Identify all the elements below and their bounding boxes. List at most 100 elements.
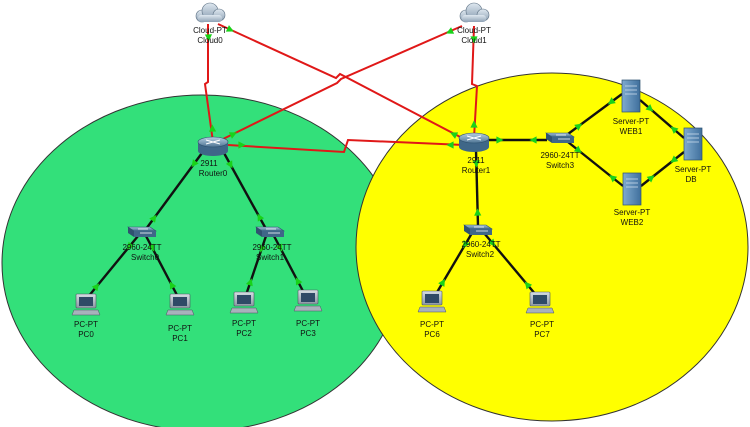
switch-icon — [255, 226, 285, 237]
pc-icon — [71, 293, 101, 316]
ethernet-link-web2-db[interactable] — [640, 151, 685, 187]
device-name-label: PC0 — [78, 330, 94, 339]
device-name-label: Switch3 — [546, 161, 575, 170]
link-status-up-indicator — [438, 278, 445, 287]
pc-device-pc7[interactable]: PC-PT PC7 — [525, 291, 555, 339]
device-model-label: Cloud-PT — [193, 26, 227, 35]
link-status-up-indicator — [609, 175, 618, 183]
link-status-up-indicator — [91, 283, 100, 292]
serial-link-router0-router1[interactable] — [227, 138, 465, 154]
link-status-up-indicator — [169, 281, 177, 290]
pc-icon — [417, 290, 447, 313]
serial-link-cloud0-router0[interactable] — [203, 24, 214, 143]
link-status-up-indicator — [496, 136, 504, 144]
link-status-up-indicator — [670, 126, 679, 134]
switch-icon — [463, 224, 493, 235]
router-device-router0[interactable]: 2911 Router0 — [197, 136, 229, 178]
link-status-up-indicator — [574, 123, 583, 131]
device-model-label: 2960-24TT — [461, 240, 500, 249]
link-status-up-indicator — [450, 132, 459, 139]
device-model-label: PC-PT — [420, 320, 444, 329]
link-status-up-indicator — [208, 124, 217, 132]
switch-device-switch0[interactable]: 2960-24TT Switch0 — [122, 226, 162, 262]
device-name-label: WEB2 — [621, 218, 644, 227]
device-model-label: Server-PT — [614, 208, 651, 217]
link-status-up-indicator — [259, 244, 267, 253]
link-status-up-indicator — [472, 160, 480, 168]
server-device-web1[interactable]: Server-PT WEB1 — [613, 79, 650, 136]
link-status-up-indicator — [204, 34, 213, 42]
device-model-label: 2911 — [200, 159, 218, 168]
cloud-icon — [195, 2, 226, 23]
link-status-up-indicator — [487, 238, 496, 247]
device-name-label: DB — [685, 175, 696, 184]
device-model-label: PC-PT — [168, 324, 192, 333]
switch-device-switch2[interactable]: 2960-24TT Switch2 — [461, 224, 501, 259]
device-name-label: WEB1 — [620, 127, 643, 136]
device-model-label: Cloud-PT — [457, 26, 491, 35]
link-status-up-indicator — [225, 25, 234, 32]
switch-device-switch3[interactable]: 2960-24TT Switch3 — [540, 132, 580, 170]
link-status-up-indicator — [646, 175, 655, 183]
device-name-label: PC3 — [300, 329, 316, 338]
device-model-label: PC-PT — [232, 319, 256, 328]
link-status-up-indicator — [470, 36, 478, 44]
pc-device-pc1[interactable]: PC-PT PC1 — [165, 293, 195, 343]
link-status-up-indicator — [191, 159, 199, 168]
link-status-up-indicator — [463, 240, 470, 249]
server-device-db[interactable]: Server-PT DB — [675, 127, 712, 184]
pc-icon — [293, 289, 323, 312]
server-icon — [622, 172, 642, 206]
ethernet-link-web1-db[interactable] — [639, 99, 685, 139]
link-status-up-indicator — [670, 155, 679, 163]
device-model-label: PC-PT — [530, 320, 554, 329]
link-status-up-indicator — [257, 213, 265, 222]
serial-link-cloud1-router0[interactable] — [220, 25, 463, 141]
link-status-layer — [91, 25, 679, 292]
device-name-label: Router0 — [199, 169, 228, 178]
server-device-web2[interactable]: Server-PT WEB2 — [614, 172, 651, 227]
device-model-label: PC-PT — [74, 320, 98, 329]
device-name-label: Router1 — [462, 166, 491, 175]
link-status-up-indicator — [446, 27, 455, 34]
switch-device-switch1[interactable]: 2960-24TT Switch1 — [252, 226, 292, 262]
router-device-router1[interactable]: 2911 Router1 — [458, 132, 491, 175]
serial-link-cloud0-router1[interactable] — [217, 23, 467, 141]
link-status-up-indicator — [573, 145, 582, 153]
link-status-up-indicator — [470, 120, 478, 128]
ethernet-link-switch1-pc2[interactable] — [244, 235, 268, 296]
pc-device-pc2[interactable]: PC-PT PC2 — [229, 291, 259, 338]
link-status-up-indicator — [529, 136, 537, 144]
server-icon — [683, 127, 703, 161]
pc-device-pc3[interactable]: PC-PT PC3 — [293, 289, 323, 338]
switch-icon — [127, 226, 157, 237]
pc-device-pc6[interactable]: PC-PT PC6 — [417, 290, 447, 339]
link-status-up-indicator — [295, 277, 303, 286]
device-name-label: Switch2 — [466, 250, 495, 259]
cloud-icon — [459, 2, 490, 23]
link-status-up-indicator — [524, 281, 533, 290]
server-icon — [621, 79, 641, 113]
router-icon — [197, 136, 229, 156]
device-model-label: 2911 — [467, 156, 485, 165]
device-name-label: Cloud1 — [461, 36, 487, 45]
device-name-label: PC1 — [172, 334, 188, 343]
link-status-up-indicator — [474, 208, 482, 216]
device-name-label: Switch0 — [131, 253, 160, 262]
router-icon — [458, 132, 490, 152]
cloud-device-cloud0[interactable]: Cloud-PT Cloud0 — [193, 2, 227, 45]
pc-icon — [525, 291, 555, 314]
pc-device-pc0[interactable]: PC-PT PC0 — [71, 293, 101, 339]
pc-icon — [229, 291, 259, 314]
device-model-label: 2960-24TT — [122, 243, 161, 252]
link-status-up-indicator — [149, 214, 157, 223]
device-model-label: PC-PT — [296, 319, 320, 328]
serial-link-cloud1-router1[interactable] — [470, 25, 479, 139]
link-status-up-indicator — [238, 141, 246, 149]
link-status-up-indicator — [147, 243, 155, 252]
device-name-label: PC7 — [534, 330, 550, 339]
switch-icon — [545, 132, 575, 143]
cloud-device-cloud1[interactable]: Cloud-PT Cloud1 — [457, 2, 491, 45]
pc-icon — [165, 293, 195, 316]
